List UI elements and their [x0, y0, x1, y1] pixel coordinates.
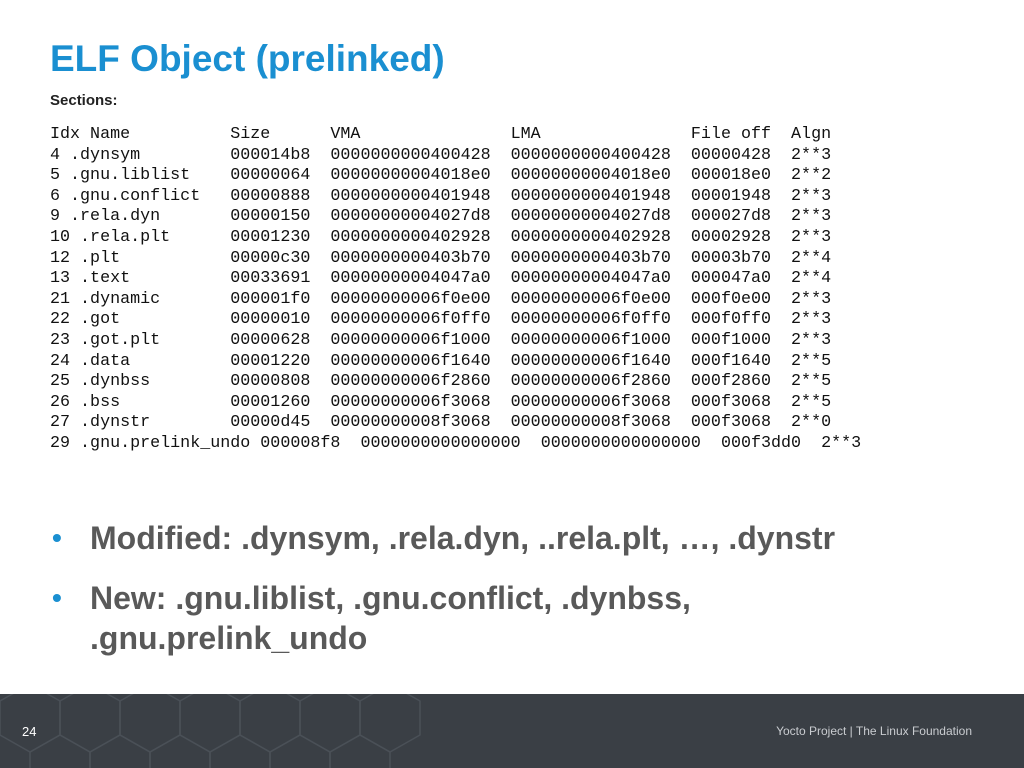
- bullet-icon: •: [52, 522, 62, 553]
- section-row-rela-dyn: 9 .rela.dyn 00000150 00000000004027d8 00…: [50, 207, 832, 227]
- section-row-bss: 26 .bss 00001260 00000000006f3068 000000…: [50, 392, 832, 412]
- section-row-gnu-prelink-undo: 29 .gnu.prelink_undo 000008f8 0000000000…: [50, 433, 862, 453]
- section-row-text: 13 .text 00033691 00000000004047a0 00000…: [50, 269, 832, 289]
- hexagon-pattern-icon: [0, 694, 421, 768]
- bullet-new: • New: .gnu.liblist, .gnu.conflict, .dyn…: [50, 578, 950, 658]
- section-row-dynbss: 25 .dynbss 00000808 00000000006f2860 000…: [50, 372, 832, 392]
- bullet-modified-text: Modified: .dynsym, .rela.dyn, ..rela.plt…: [90, 520, 836, 556]
- section-row-got-plt: 23 .got.plt 00000628 00000000006f1000 00…: [50, 330, 832, 350]
- section-row-got: 22 .got 00000010 00000000006f0ff0 000000…: [50, 310, 832, 330]
- bullet-modified: • Modified: .dynsym, .rela.dyn, ..rela.p…: [50, 518, 950, 558]
- section-row-dynsym: 4 .dynsym 000014b8 0000000000400428 0000…: [50, 145, 832, 165]
- section-row-dynamic: 21 .dynamic 000001f0 00000000006f0e00 00…: [50, 289, 832, 309]
- section-table-header: Idx Name Size VMA LMA File off Algn: [50, 125, 832, 144]
- footer-bar: 24 Yocto Project | The Linux Foundation: [0, 694, 1024, 768]
- section-row-plt: 12 .plt 00000c30 0000000000403b70 000000…: [50, 248, 832, 268]
- section-row-gnu-conflict: 6 .gnu.conflict 00000888 000000000040194…: [50, 186, 832, 206]
- bullet-list: • Modified: .dynsym, .rela.dyn, ..rela.p…: [50, 518, 950, 678]
- section-row-dynstr: 27 .dynstr 00000d45 00000000008f3068 000…: [50, 413, 832, 433]
- section-row-gnu-liblist: 5 .gnu.liblist 00000064 00000000004018e0…: [50, 166, 832, 186]
- section-row-data: 24 .data 00001220 00000000006f1640 00000…: [50, 351, 832, 371]
- slide-number: 24: [22, 724, 37, 739]
- footer-credit: Yocto Project | The Linux Foundation: [776, 724, 972, 738]
- bullet-icon: •: [52, 582, 62, 613]
- section-row-rela-plt: 10 .rela.plt 00001230 0000000000402928 0…: [50, 227, 832, 247]
- slide-title: ELF Object (prelinked): [50, 38, 445, 79]
- bullet-new-text: New: .gnu.liblist, .gnu.conflict, .dynbs…: [90, 580, 691, 656]
- sections-label: Sections:: [50, 92, 118, 109]
